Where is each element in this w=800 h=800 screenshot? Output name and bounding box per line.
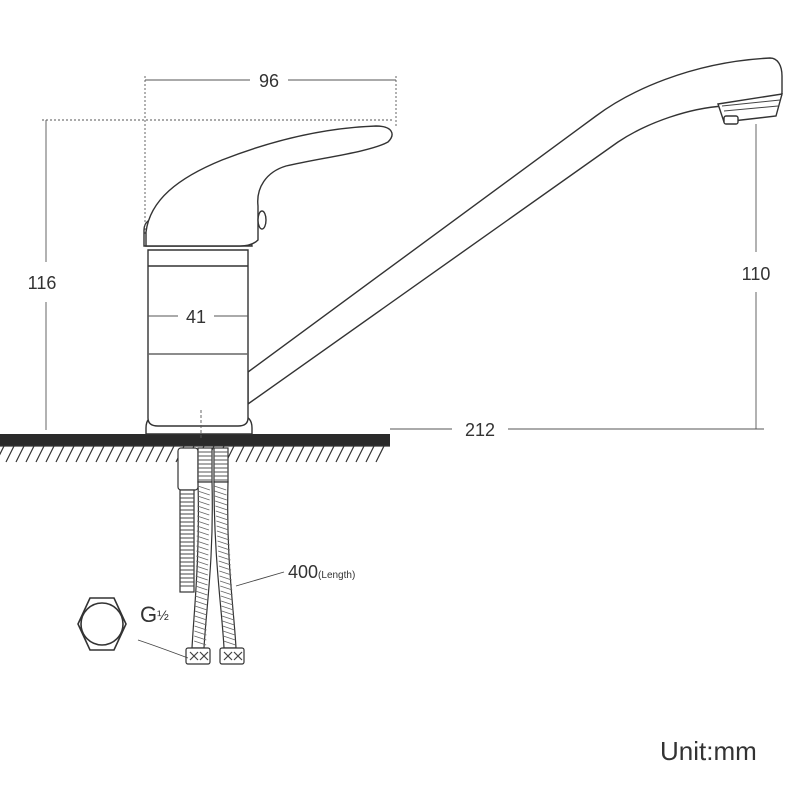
connector-thread-fraction: ½ [157, 607, 169, 623]
connector-thread-main: G [140, 602, 157, 627]
mounting-stud [177, 447, 199, 491]
dim-hose-length-label: 400(Length) [288, 562, 355, 582]
rod-threads [180, 493, 194, 587]
dim-body-diameter-label: 41 [186, 307, 206, 327]
unit-label: Unit:mm [660, 736, 757, 766]
hose-length-value: 400 [288, 562, 318, 582]
countertop-slab [0, 434, 390, 446]
hose-length-note: (Length) [318, 570, 355, 581]
leader-hose-length [235, 571, 285, 587]
leader-connector [137, 639, 189, 659]
hose-nut-marks [189, 651, 243, 661]
aerator-tip [723, 115, 739, 125]
hose-braid [194, 485, 236, 646]
hex-nut-icon [77, 597, 127, 651]
dim-total-height-label: 116 [28, 273, 57, 293]
dim-spout-height-label: 110 [742, 264, 771, 284]
hose-nut-left [185, 647, 211, 665]
ferrule-rings [198, 451, 228, 481]
connector-thread-label: G½ [140, 602, 169, 627]
hose-ferrule-left [197, 447, 213, 483]
dimension-lines [42, 76, 764, 659]
aerator-mesh [721, 99, 781, 112]
faucet-body [143, 57, 783, 435]
under-counter-assembly [177, 447, 245, 665]
lever-handle [145, 125, 393, 247]
hose-ferrule-right [213, 447, 229, 483]
dim-handle-width-label: 96 [259, 71, 279, 91]
threaded-rod [179, 489, 195, 593]
body-cylinder [147, 249, 249, 427]
hose-nut-right [219, 647, 245, 665]
indicator-button [257, 210, 267, 230]
spout [247, 57, 783, 406]
dim-spout-reach-label: 212 [465, 420, 495, 440]
